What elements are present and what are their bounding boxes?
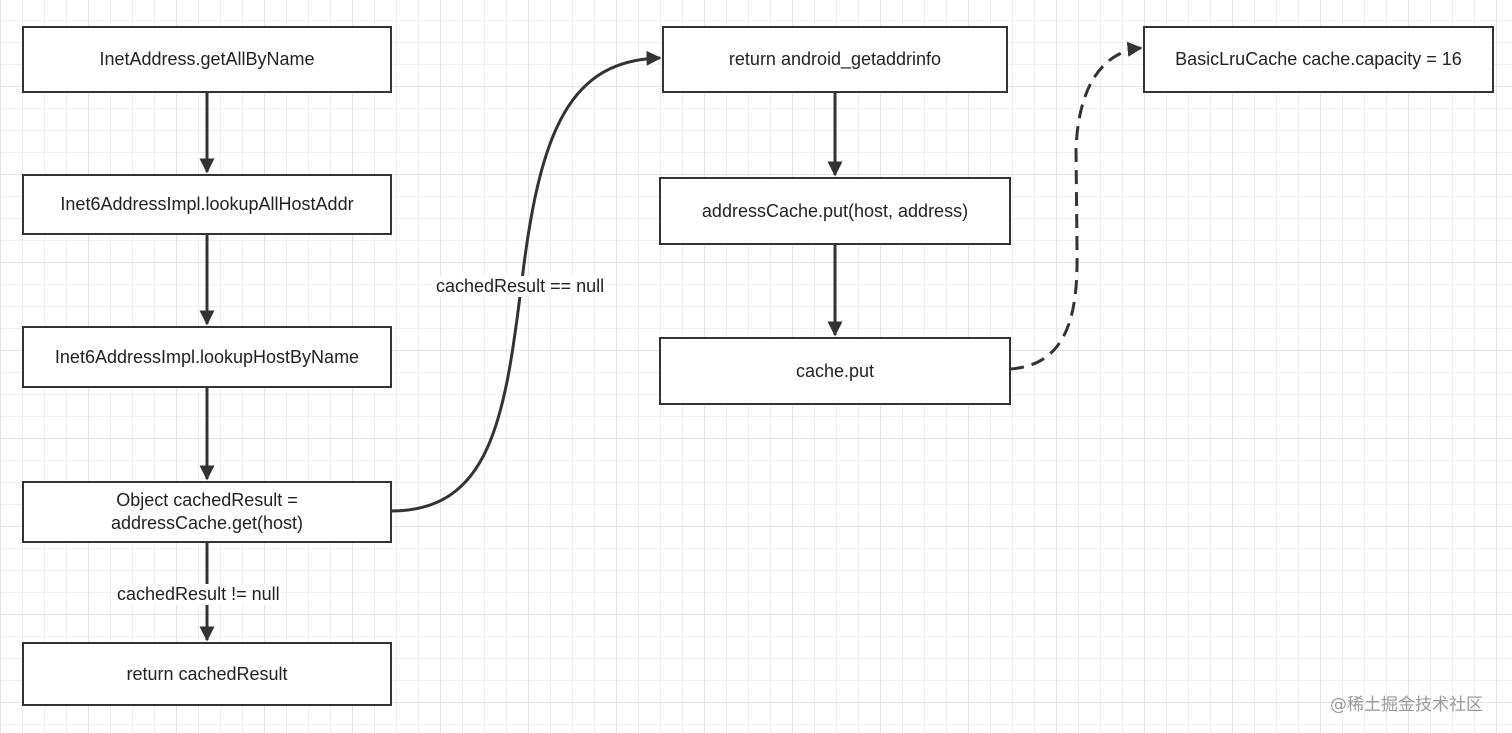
node-label: cache.put	[795, 360, 875, 381]
node-label: Inet6AddressImpl.lookupHostByName	[54, 346, 360, 367]
node-return-android-getaddrinfo[interactable]: return android_getaddrinfo	[662, 26, 1008, 93]
node-label: return cachedResult	[126, 663, 288, 684]
node-cache-put[interactable]: cache.put	[659, 337, 1011, 405]
node-addresscache-get[interactable]: Object cachedResult = addressCache.get(h…	[22, 481, 392, 543]
node-label: return android_getaddrinfo	[728, 49, 942, 69]
node-label-line2: addressCache.get(host)	[110, 513, 304, 533]
node-lookupallhostaddr[interactable]: Inet6AddressImpl.lookupAllHostAddr	[22, 174, 392, 235]
node-inetaddress-getallbyname[interactable]: InetAddress.getAllByName	[22, 26, 392, 93]
node-label-line1: Object cachedResult =	[116, 490, 298, 510]
node-addresscache-put[interactable]: addressCache.put(host, address)	[659, 177, 1011, 245]
node-basiclrucache[interactable]: BasicLruCache cache.capacity = 16	[1143, 26, 1494, 93]
edge-cacheput-to-basiclrucache	[1009, 41, 1143, 371]
node-return-cachedresult[interactable]: return cachedResult	[22, 642, 392, 706]
edge-label-cached-not-null: cachedResult != null	[115, 584, 282, 605]
node-label: addressCache.put(host, address)	[701, 200, 969, 221]
node-label: Inet6AddressImpl.lookupAllHostAddr	[60, 194, 354, 214]
node-label: BasicLruCache cache.capacity = 16	[1175, 49, 1462, 69]
watermark: @稀土掘金技术社区	[1330, 695, 1483, 715]
node-label: InetAddress.getAllByName	[99, 49, 315, 69]
edge-label-cached-null: cachedResult == null	[434, 276, 607, 297]
node-lookuphostbyname[interactable]: Inet6AddressImpl.lookupHostByName	[22, 326, 392, 388]
